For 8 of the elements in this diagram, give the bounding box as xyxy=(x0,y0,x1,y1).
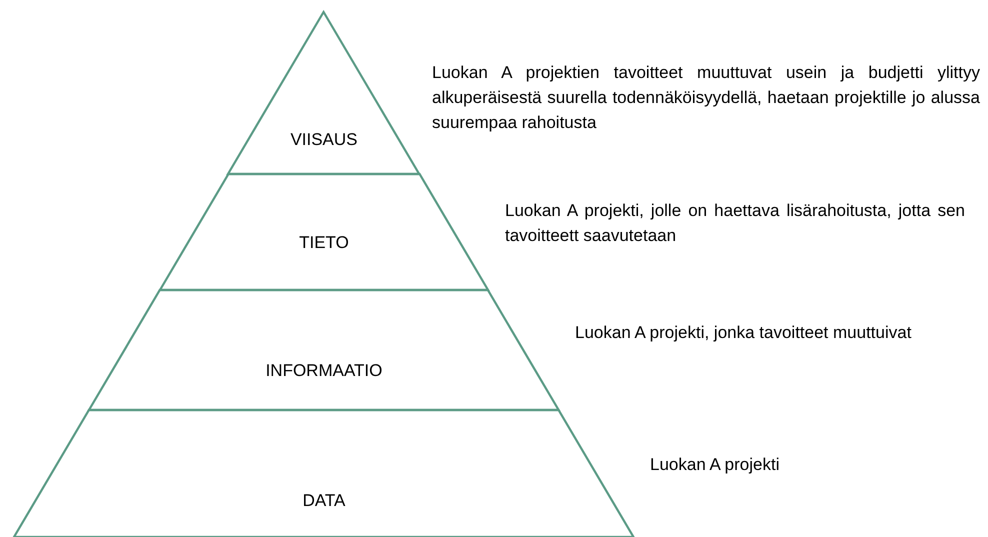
level-label: TIETO xyxy=(299,233,349,253)
level-label: VIISAUS xyxy=(290,130,358,150)
level-description: Luokan A projekti, jonka tavoitteet muuttuivat xyxy=(575,322,912,344)
level-label: INFORMAATIO xyxy=(266,361,382,381)
level-description: Luokan A projekti xyxy=(650,454,780,476)
level-description: Luokan A projektien tavoitteet muuttuvat usein ja budjetti ylittyy alkuperäisestä suurella todennäköisyydellä, haetaan projektille jo alussa suurempaa rahoitusta xyxy=(432,62,980,134)
level-description: Luokan A projekti, jolle on haettava lisärahoitusta, jotta sen tavoitteett saavutetaan xyxy=(505,200,965,247)
level-label: DATA xyxy=(302,491,346,511)
